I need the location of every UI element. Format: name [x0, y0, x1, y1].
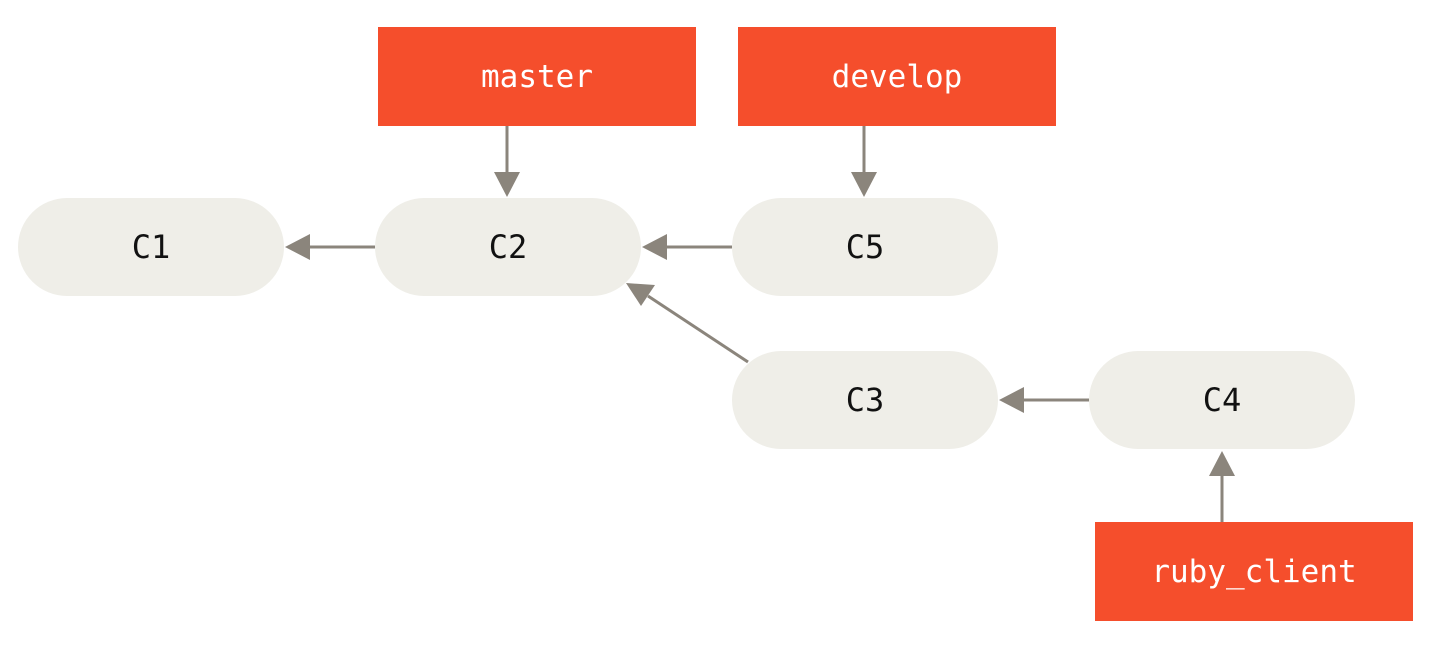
arrowhead-develop-to-c5 [851, 172, 877, 197]
branch-develop-text: develop [831, 58, 963, 95]
arrowhead-c2-to-c1 [285, 234, 310, 260]
commit-c2-text: C2 [488, 228, 528, 266]
branch-master-text: master [481, 58, 593, 95]
branch-label-develop: develop [738, 27, 1056, 126]
arrowhead-c3-to-c2 [626, 283, 655, 306]
arrowhead-ruby-client-to-c4 [1209, 451, 1235, 476]
branch-label-ruby-client: ruby_client [1095, 522, 1413, 621]
commit-node-c4: C4 [1089, 351, 1355, 449]
branch-ruby-client-text: ruby_client [1151, 553, 1357, 590]
branch-label-master: master [378, 27, 696, 126]
commit-c1-text: C1 [131, 228, 171, 266]
commit-node-c3: C3 [732, 351, 998, 449]
commit-node-c2: C2 [375, 198, 641, 296]
arrowhead-master-to-c2 [494, 172, 520, 197]
commit-node-c1: C1 [18, 198, 284, 296]
arrowhead-c4-to-c3 [999, 387, 1024, 413]
arrow-c3-to-c2 [647, 294, 749, 364]
commit-node-c5: C5 [732, 198, 998, 296]
commit-c4-text: C4 [1202, 381, 1242, 419]
arrowhead-c5-to-c2 [642, 234, 667, 260]
commit-c5-text: C5 [845, 228, 885, 266]
commit-c3-text: C3 [845, 381, 885, 419]
